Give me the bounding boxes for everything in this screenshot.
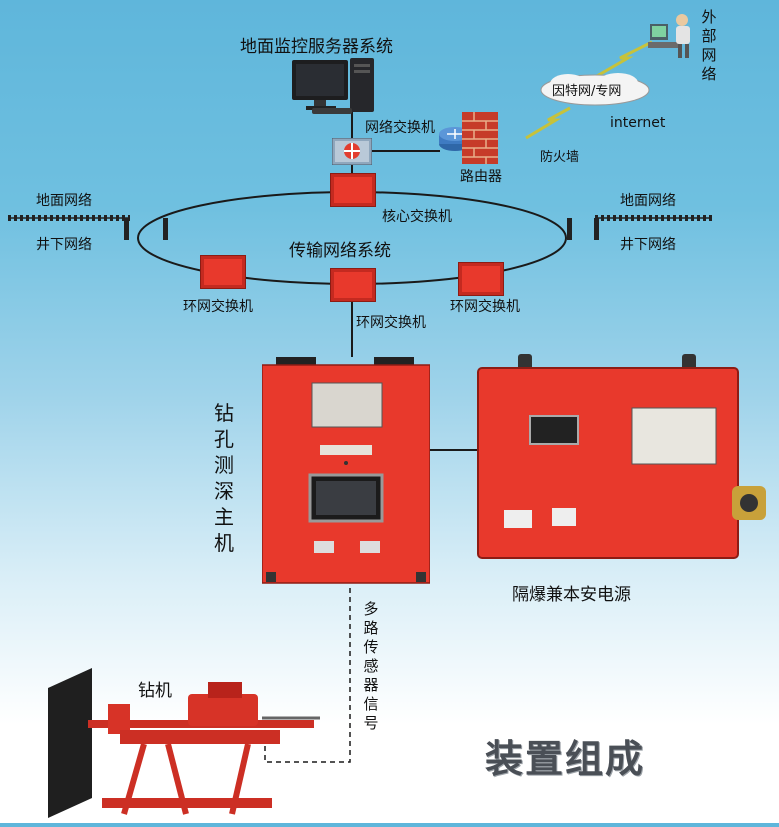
ring-switch-right-label: 环网交换机	[450, 299, 520, 315]
core-switch-label: 核心交换机	[382, 209, 452, 225]
firewall-label: 防火墙	[540, 150, 580, 165]
cloud-icon	[538, 72, 652, 108]
multi-sensor-signal-label: 多路传感器信号	[363, 600, 379, 732]
router-label: 路由器	[460, 169, 502, 185]
intranet-label: 因特网/专网	[552, 84, 622, 99]
internet-label: internet	[610, 115, 666, 131]
ground-network-right-label: 地面网络	[620, 193, 676, 209]
underground-network-right-label: 井下网络	[620, 237, 676, 253]
wireless-bolt-top	[589, 40, 653, 82]
core-switch-box	[330, 173, 376, 207]
transmission-system-label: 传输网络系统	[289, 241, 391, 261]
drilling-host-label: 钻孔测深主机	[214, 401, 234, 555]
external-network-label: 外部网络	[701, 8, 717, 83]
power-supply-label: 隔爆兼本安电源	[512, 585, 631, 605]
ring-switch-left-label: 环网交换机	[183, 299, 253, 315]
network-switch-label: 网络交换机	[365, 120, 435, 136]
sensor-signal-line	[264, 588, 351, 763]
ring-switch-center-box	[330, 268, 376, 302]
ring-switch-center-label: 环网交换机	[356, 315, 426, 331]
ground-network-left-label: 地面网络	[36, 193, 92, 209]
firewall-icon	[462, 112, 498, 164]
server-system-label: 地面监控服务器系统	[240, 37, 393, 57]
drilling-host-unit	[261, 357, 431, 585]
server-computer-icon	[292, 58, 382, 116]
ground-rail-left	[8, 215, 130, 240]
ring-switch-left-box	[200, 255, 246, 289]
wireless-bolt-bottom	[525, 106, 571, 140]
user-workstation-icon	[648, 12, 700, 62]
drill-rig-label: 钻机	[138, 681, 172, 701]
underground-network-left-label: 井下网络	[36, 237, 92, 253]
network-switch-icon	[331, 137, 373, 166]
ground-rail-right	[594, 215, 712, 240]
power-supply-unit	[470, 352, 770, 562]
drill-rig-illustration	[48, 668, 320, 823]
ring-switch-right-box	[458, 262, 504, 296]
page-title: 装置组成	[485, 737, 646, 781]
